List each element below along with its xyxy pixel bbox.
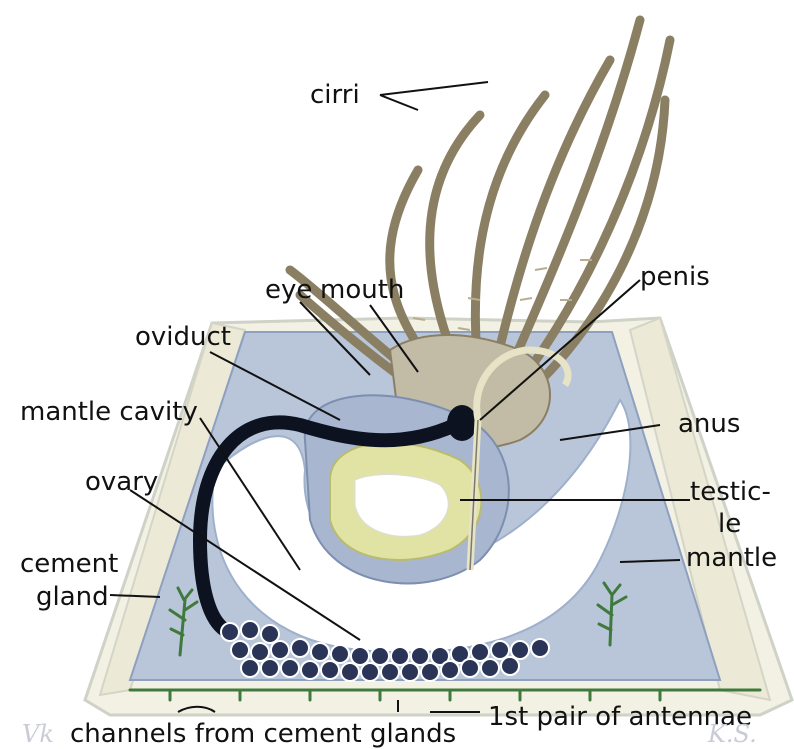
label-eye: eye xyxy=(265,275,312,305)
signature-left: Vk xyxy=(22,720,54,748)
label-oviduct: oviduct xyxy=(135,322,231,352)
label-anus: anus xyxy=(678,409,740,439)
label-testicle-line1: testic- xyxy=(690,477,771,507)
label-cirri: cirri xyxy=(310,80,360,110)
label-cement-gland-line2: gland xyxy=(36,582,109,612)
label-penis: penis xyxy=(640,262,710,292)
label-channels: channels from cement glands xyxy=(70,719,456,749)
label-testicle-line2: le xyxy=(718,509,741,539)
label-ovary: ovary xyxy=(85,467,158,497)
label-mouth: mouth xyxy=(320,275,404,305)
label-mantle-cavity: mantle cavity xyxy=(20,397,198,427)
label-mantle: mantle xyxy=(686,543,777,573)
label-cement-gland-line1: cement xyxy=(20,549,118,579)
signature-right: K.S. xyxy=(707,720,757,748)
